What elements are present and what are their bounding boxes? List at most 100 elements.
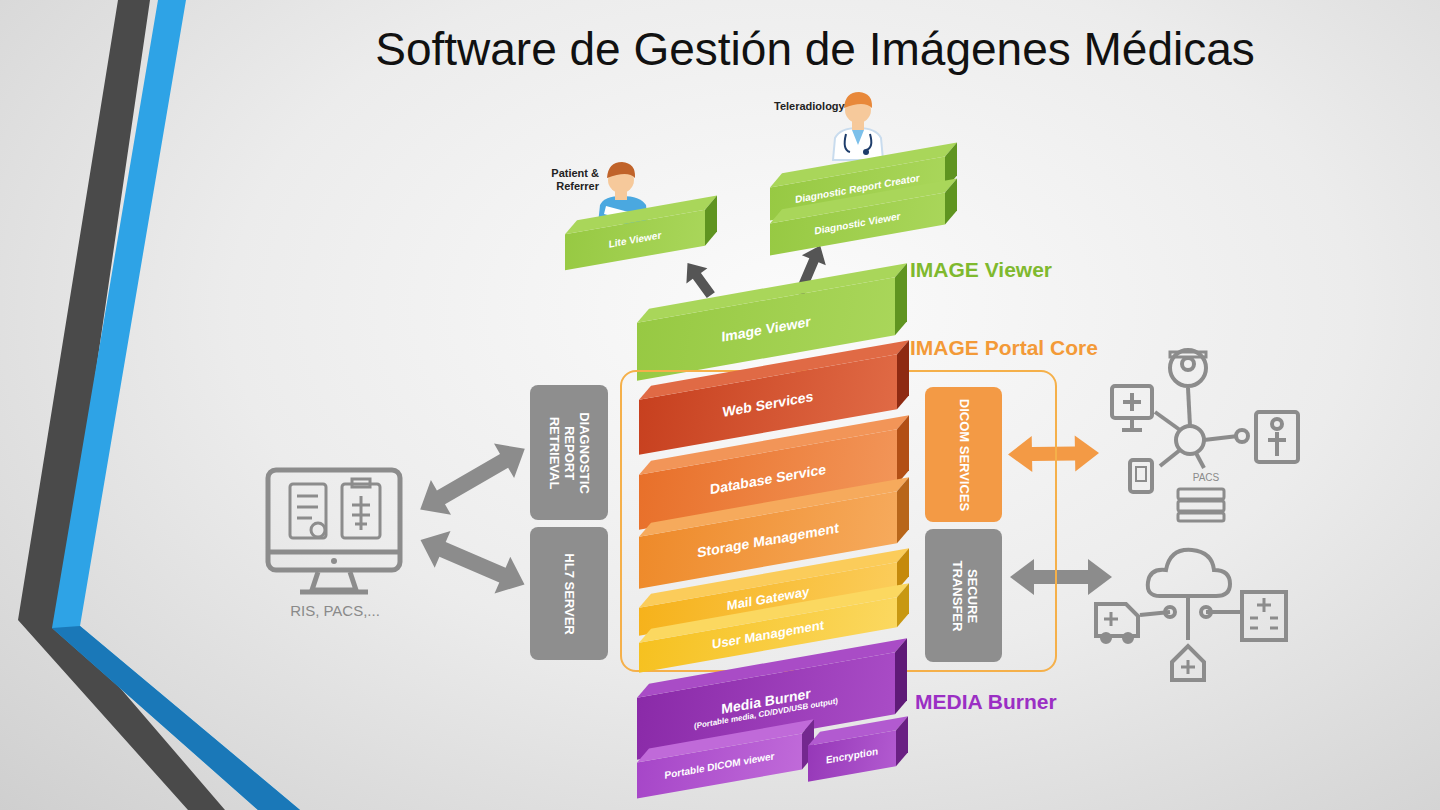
side-service-box: DICOM SERVICES [925, 387, 1002, 522]
icon-shape [1182, 358, 1194, 370]
icon-shape [1186, 596, 1190, 640]
block-label: Portable DICOM viewer [664, 751, 774, 782]
icon-shape [297, 517, 312, 520]
icon-shape [312, 572, 356, 590]
icon-shape [833, 128, 883, 160]
ris-monitor-icon [268, 470, 400, 592]
block-face: Lite Viewer [565, 210, 705, 271]
block-arrow [420, 444, 525, 515]
icon-shape [1176, 426, 1204, 454]
icon-shape [268, 550, 400, 555]
icon-shape [1155, 412, 1180, 430]
icon-shape [1178, 513, 1224, 521]
icon-shape [52, 626, 300, 810]
vertical-label: HL7 SERVER [562, 534, 577, 653]
icon-shape [52, 0, 300, 810]
icon-shape [1102, 634, 1110, 642]
node-heading: Teleradiology [774, 100, 864, 113]
icon-caption: PACS [1185, 472, 1227, 484]
icon-shape [1148, 550, 1230, 596]
service-block: User Management [639, 620, 897, 650]
icon-shape [1256, 412, 1298, 462]
side-service-box: SECURE TRANSFER [925, 529, 1002, 662]
core-outline: IMAGE Portal CoreWeb ServicesDatabase Se… [620, 370, 1057, 672]
viewer-block: Patient & ReferrerLite Viewer [565, 222, 705, 258]
icon-shape [342, 484, 380, 538]
icon-shape [1130, 418, 1134, 428]
block-label: Storage Management [697, 519, 839, 560]
block-text: Encryption [808, 730, 896, 782]
icon-shape [1204, 436, 1238, 440]
icon-shape [1172, 646, 1204, 680]
icon-shape [1250, 618, 1278, 628]
icon-shape [352, 479, 370, 487]
icon-shape [1196, 453, 1204, 468]
block-label: Image Viewer [721, 313, 810, 345]
slide-title: Software de Gestión de Imágenes Médicas [300, 22, 1330, 76]
section-label: MEDIA Burner [915, 690, 1057, 714]
cloud-network-icon [1096, 550, 1286, 680]
pacs-network: PACS [1105, 348, 1305, 523]
block-label: Web Services [723, 388, 814, 420]
vertical-label: SECURE TRANSFER [949, 536, 979, 655]
vertical-label: DIAGNOSTIC REPORT RETRIEVAL [547, 392, 592, 513]
ris-system: RIS, PACS,... [255, 462, 415, 630]
icon-shape [1257, 598, 1271, 612]
icon-shape [331, 558, 337, 564]
vertical-label: DICOM SERVICES [956, 394, 971, 515]
icon-shape [1178, 501, 1224, 511]
node-heading: Patient & Referrer [533, 167, 599, 192]
icon-shape [1010, 559, 1112, 595]
icon-shape [852, 130, 864, 145]
icon-shape [1268, 432, 1286, 456]
icon-shape [844, 92, 872, 108]
icon-shape [311, 523, 325, 537]
icon-shape [1122, 428, 1142, 432]
icon-caption: RIS, PACS,... [255, 602, 415, 619]
icon-shape [1201, 607, 1211, 617]
node-heading: IMAGE Portal Core [910, 336, 1150, 360]
block-label: Diagnostic Viewer [815, 211, 901, 238]
block-label: Lite Viewer [609, 230, 662, 251]
side-service-box: HL7 SERVER [530, 527, 608, 660]
icon-shape [845, 134, 872, 152]
block-arrow [421, 531, 525, 593]
icon-shape [1096, 604, 1138, 636]
side-stripes [18, 0, 300, 810]
burner-block: Portable DICOM viewer [637, 748, 802, 784]
secure-transfer-arrow [1010, 559, 1112, 595]
icon-shape [1130, 460, 1152, 492]
block-label: User Management [712, 618, 824, 653]
icon-shape [863, 149, 869, 155]
icon-shape [1170, 352, 1206, 357]
icon-shape [290, 484, 326, 538]
icon-shape [1112, 386, 1152, 418]
block-text: Lite Viewer [565, 210, 705, 271]
pacs-network-icon [1112, 350, 1298, 521]
block-arrow [686, 263, 715, 298]
icon-shape [1236, 430, 1248, 442]
icon-shape [297, 506, 318, 509]
side-service-box: DIAGNOSTIC REPORT RETRIEVAL [530, 385, 608, 520]
block-label: Database Service [710, 461, 826, 498]
icon-shape [1178, 489, 1224, 499]
icon-shape [1188, 388, 1190, 426]
icon-shape [1272, 419, 1282, 429]
block-face: Encryption [808, 730, 896, 782]
icon-shape [607, 162, 635, 178]
icon-shape [300, 590, 368, 595]
block-arrow [1008, 435, 1099, 472]
icon-shape [297, 495, 318, 498]
section-label: IMAGE Viewer [910, 258, 1052, 282]
block-label: Encryption [826, 746, 878, 767]
icon-shape [1123, 393, 1141, 411]
icon-shape [1136, 467, 1146, 481]
icon-shape [1170, 350, 1206, 386]
icon-shape [268, 470, 400, 570]
burner-block: Encryption [808, 738, 896, 774]
icon-shape [1160, 450, 1180, 466]
icon-shape [1104, 612, 1118, 626]
icon-shape [1165, 607, 1175, 617]
icon-shape [1181, 660, 1195, 674]
